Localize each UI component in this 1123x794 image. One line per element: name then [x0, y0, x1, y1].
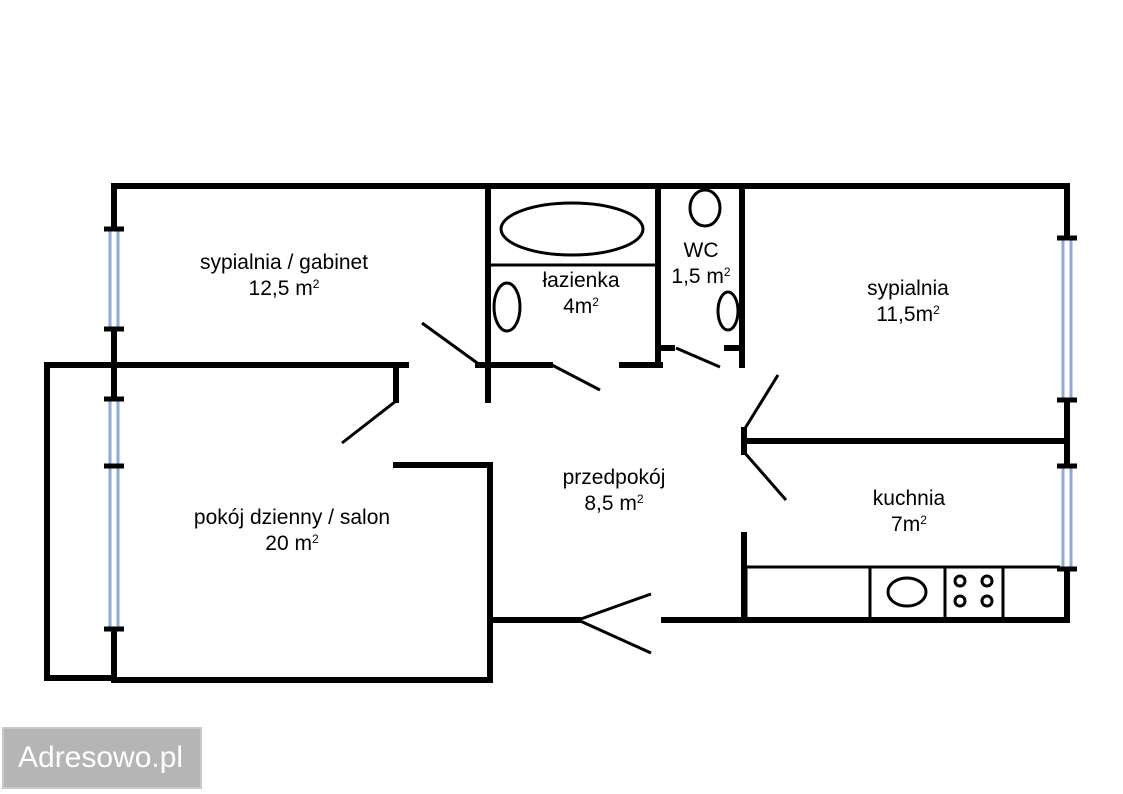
windows — [104, 226, 1077, 632]
fixtures — [492, 188, 994, 608]
room-area: 20 m2 — [265, 532, 319, 555]
stove-icon — [953, 574, 994, 608]
room-name: kuchnia — [872, 487, 946, 510]
door-salon — [341, 399, 397, 445]
toilet-icon — [716, 290, 740, 332]
room-area: 7m2 — [891, 513, 927, 536]
room-label-lazienka: łazienka 4m2 — [542, 268, 619, 320]
room-label-przedpokoj: przedpokój 8,5 m2 — [563, 465, 666, 517]
room-name: sypialnia — [867, 277, 949, 300]
door-kuchnia — [742, 451, 788, 501]
room-label-sypialnia: sypialnia 11,5m2 — [867, 276, 949, 328]
doors — [341, 321, 788, 655]
room-name: przedpokój — [562, 466, 666, 489]
kitchen-sink-icon — [886, 576, 928, 608]
door-gabinet — [421, 321, 481, 367]
room-label-sypialnia-gabinet: sypialnia / gabinet 12,5 m2 — [200, 250, 368, 302]
room-label-kuchnia: kuchnia 7m2 — [873, 486, 945, 538]
wc-sink-icon — [688, 188, 722, 228]
room-area: 4m2 — [563, 295, 599, 318]
room-name: WC — [683, 239, 719, 262]
door-wc — [675, 346, 721, 369]
window-gabinet — [104, 226, 124, 332]
window-salon-2 — [104, 463, 124, 632]
room-name: pokój dzienny / salon — [193, 506, 391, 529]
watermark-logo: Adresowo.pl — [2, 727, 202, 789]
window-sypialnia — [1057, 235, 1077, 403]
inner-lines — [488, 263, 1069, 622]
room-area: 8,5 m2 — [584, 492, 644, 515]
door-lazienka — [551, 363, 601, 392]
room-name: łazienka — [542, 269, 620, 292]
door-entry-right — [577, 618, 652, 655]
kitchen-counter — [744, 565, 1069, 622]
window-salon-1 — [104, 396, 124, 466]
balcony-outline — [44, 362, 117, 681]
room-area: 12,5 m2 — [248, 277, 320, 300]
room-area: 11,5m2 — [876, 303, 940, 326]
room-label-wc: WC 1,5 m2 — [671, 238, 730, 290]
room-name: sypialnia / gabinet — [199, 251, 369, 274]
washbasin-icon — [492, 281, 522, 333]
door-sypialnia — [742, 374, 780, 431]
door-entry-left — [577, 592, 652, 622]
room-area: 1,5 m2 — [671, 265, 731, 288]
bathtub-icon — [499, 201, 645, 257]
room-label-pokoj-dzienny: pokój dzienny / salon 20 m2 — [194, 505, 390, 557]
window-kuchnia — [1057, 463, 1077, 572]
